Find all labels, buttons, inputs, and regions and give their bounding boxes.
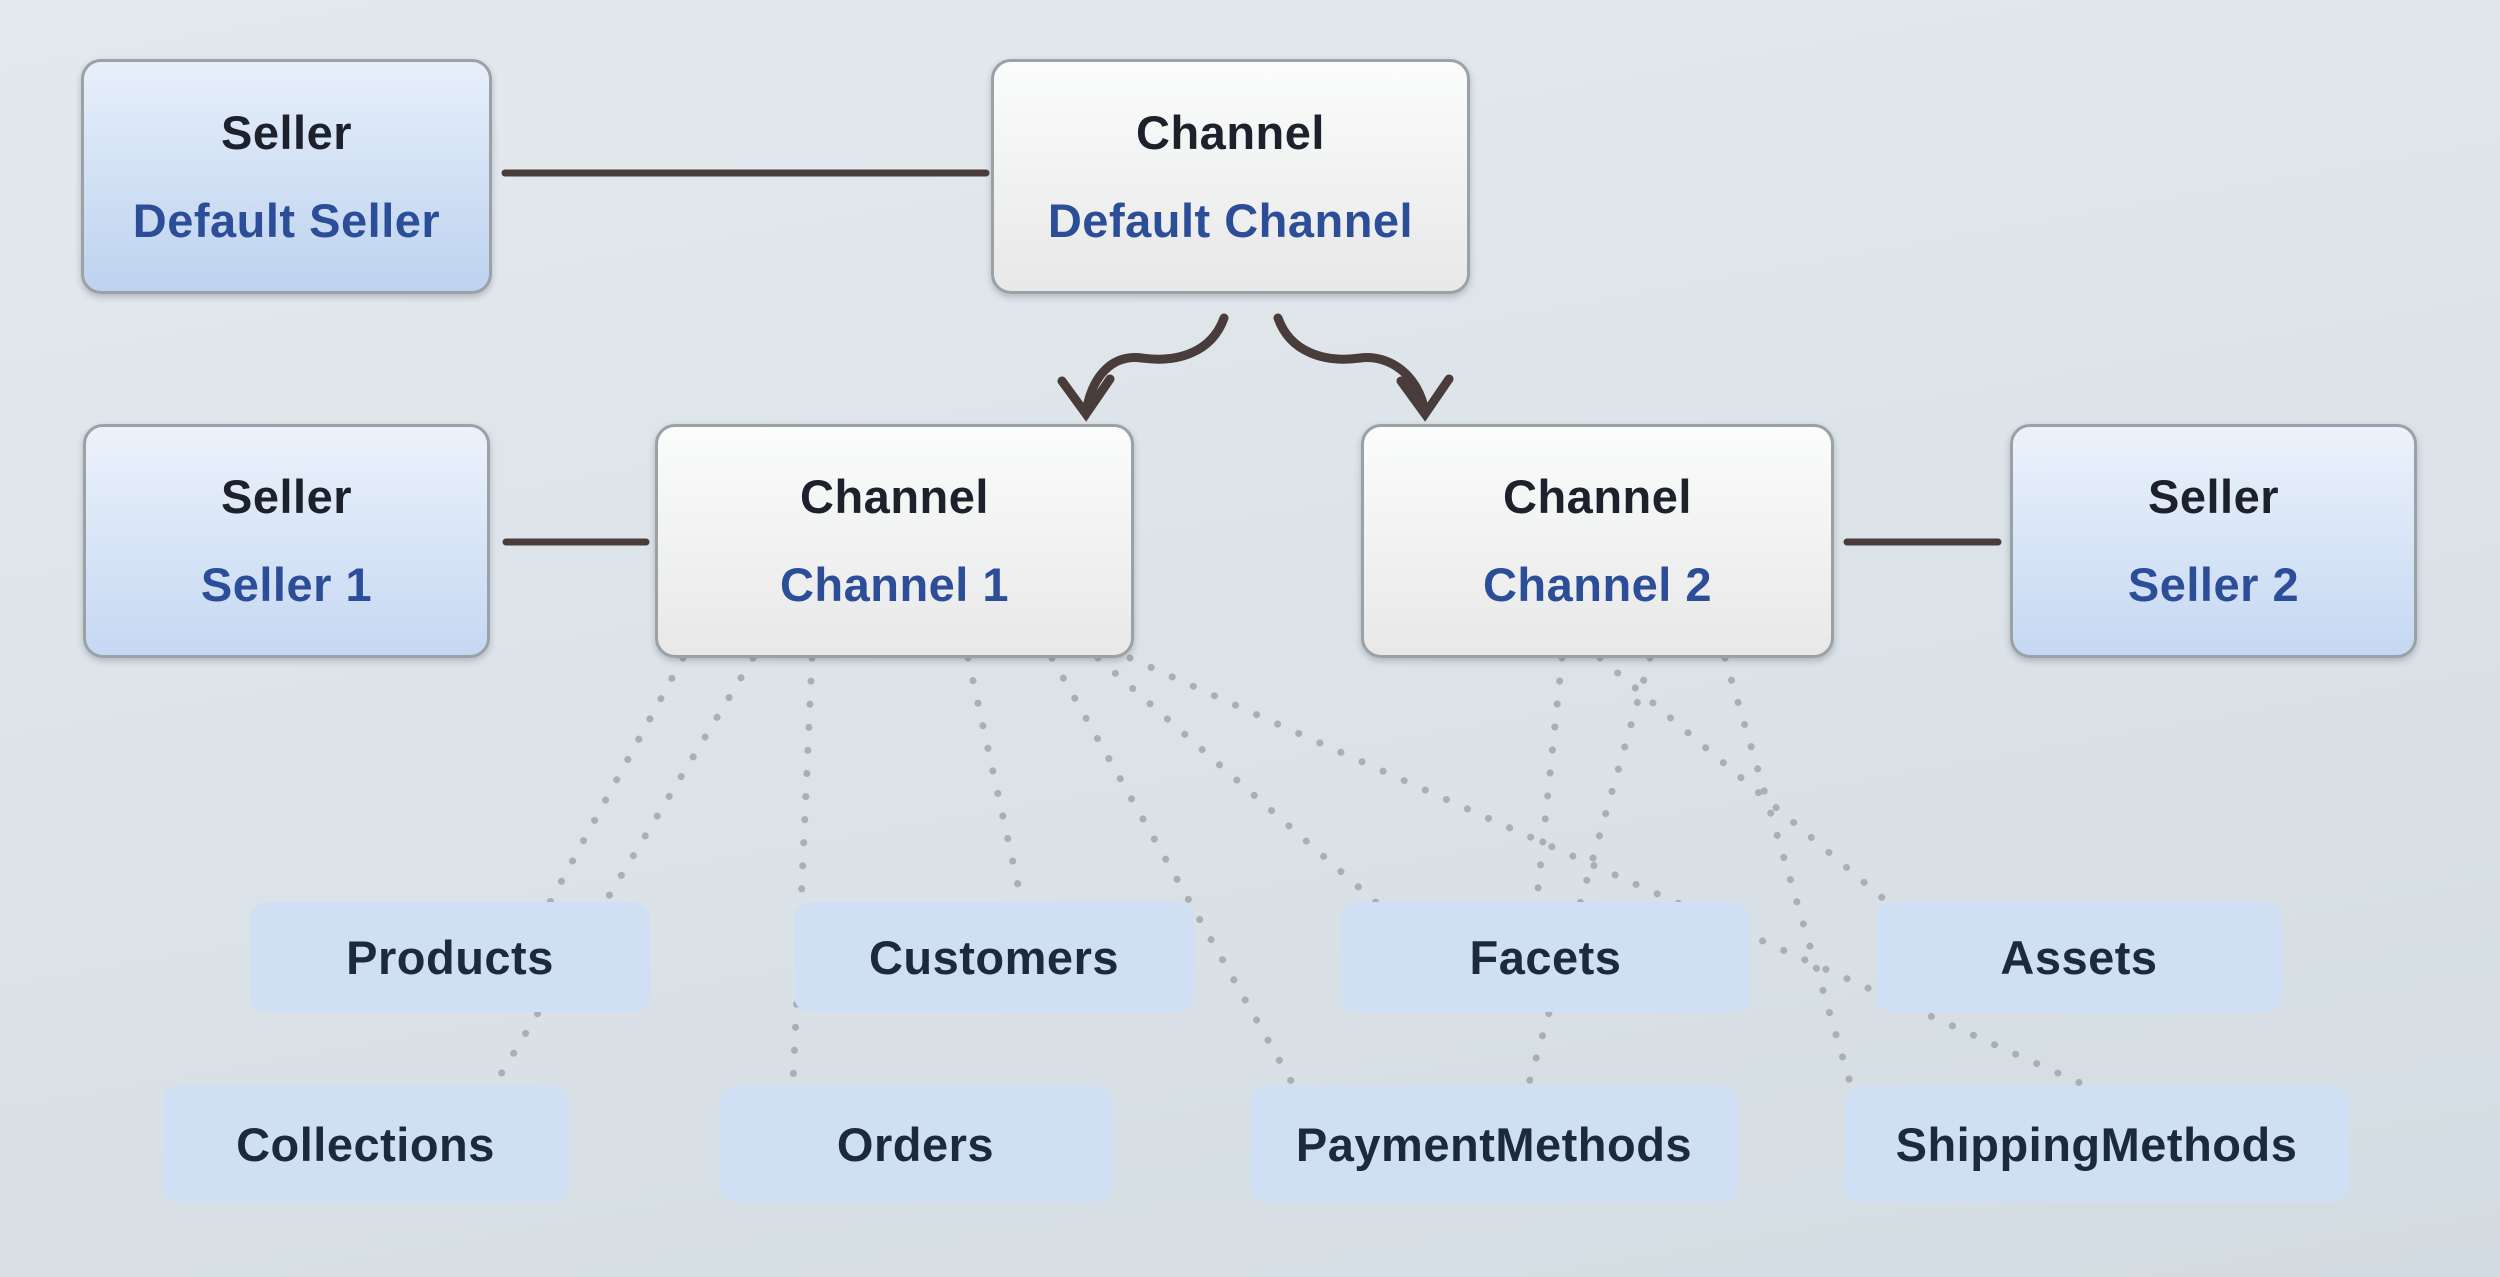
node-seller1: Seller Seller 1 [83,424,490,658]
entity-orders: Orders [719,1086,1112,1202]
node-type-label: Channel [1136,105,1325,159]
entity-label: Collections [236,1117,495,1171]
entity-paymentmethods: PaymentMethods [1250,1086,1738,1202]
node-type-label: Seller [220,470,353,524]
node-default-channel: Channel Default Channel [991,59,1470,294]
arrowhead-channel2 [1396,374,1454,422]
node-channel1: Channel Channel 1 [655,424,1134,658]
node-type-label: Seller [2147,470,2280,524]
entity-products: Products [250,902,650,1012]
entity-label: Facets [1469,930,1622,984]
entity-label: Assets [2000,930,2158,984]
node-name-label: Channel 2 [1482,558,1713,611]
entity-label: ShippingMethods [1895,1117,2298,1171]
entity-label: Orders [836,1117,995,1171]
node-default-seller: Seller Default Seller [81,59,492,294]
entity-shippingmethods: ShippingMethods [1844,1086,2349,1202]
dotted-channel2-assets [1596,654,1989,989]
entity-assets: Assets [1876,902,2282,1012]
arrowhead-channel1 [1057,374,1115,422]
entity-customers: Customers [794,902,1194,1012]
node-name-label: Seller 2 [2127,558,2300,611]
arrow-default-channel-to-channel1 [1081,313,1229,417]
node-name-label: Default Seller [132,193,441,247]
entity-collections: Collections [162,1086,569,1202]
entity-label: PaymentMethods [1295,1117,1693,1171]
node-channel2: Channel Channel 2 [1361,424,1834,658]
arrow-default-channel-to-channel2 [1273,313,1430,417]
dotted-channel1-collections [451,654,757,1154]
node-type-label: Seller [220,105,353,159]
dotted-channel1-paymentmethods [1048,654,1334,1154]
dotted-channel1-products [501,654,687,989]
entity-facets: Facets [1341,902,1750,1012]
entity-label: Customers [868,930,1119,984]
node-name-label: Default Channel [1047,193,1414,247]
dotted-channel2-shippingmethods [1721,654,1874,1154]
node-name-label: Seller 1 [200,558,373,611]
node-type-label: Channel [800,470,989,524]
node-seller2: Seller Seller 2 [2010,424,2417,658]
node-type-label: Channel [1503,470,1692,524]
entity-label: Products [346,930,554,984]
node-name-label: Channel 1 [779,558,1010,611]
